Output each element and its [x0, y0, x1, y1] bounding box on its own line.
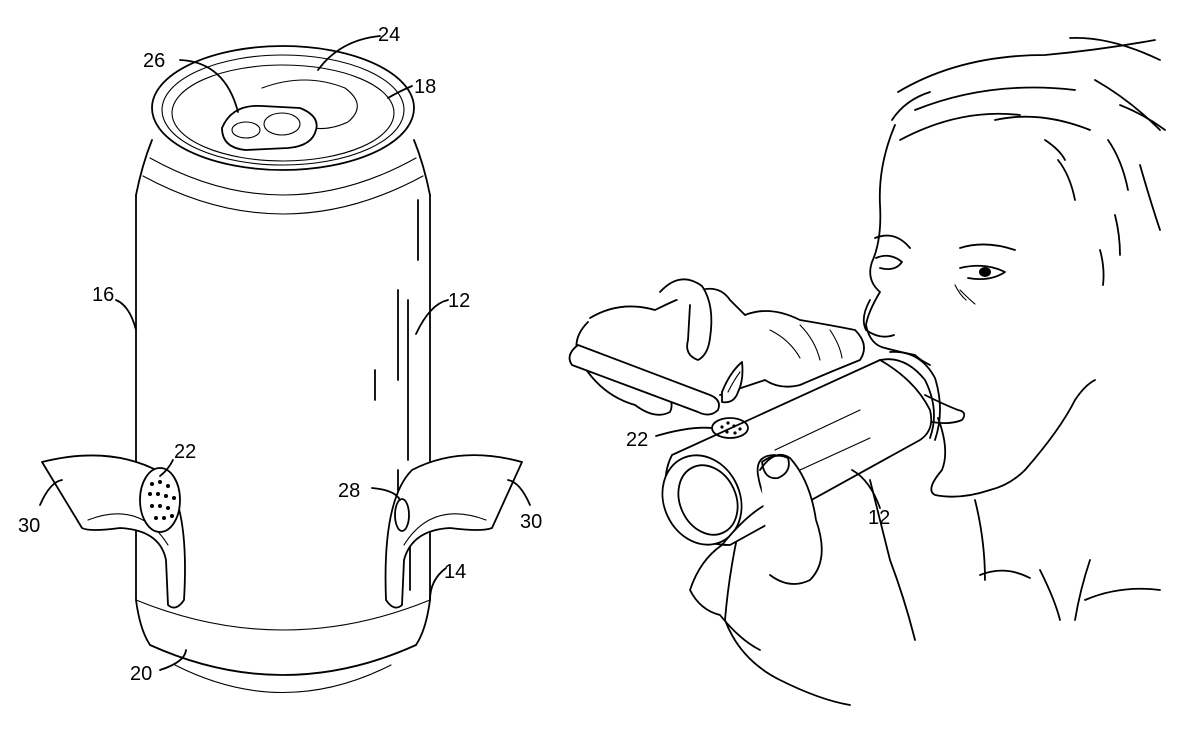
eyebrow-left — [874, 234, 911, 249]
can-lid-18 — [171, 64, 395, 162]
ref-28: 28 — [338, 480, 360, 502]
can-figure — [41, 45, 523, 694]
can-top-rim — [151, 45, 415, 171]
ref-22-right: 22 — [626, 429, 648, 451]
lighting-hand — [589, 287, 865, 396]
arm-sleeve-2 — [869, 479, 916, 641]
lip-lower — [924, 394, 966, 425]
ref-12-left: 12 — [448, 290, 470, 312]
face-jaw — [1024, 379, 1096, 471]
can-neck-band — [142, 157, 424, 215]
eyebrow-right — [959, 243, 1016, 251]
ref-26: 26 — [143, 50, 165, 72]
sleeve-wrinkles — [769, 324, 843, 361]
leader-lines-right — [655, 426, 881, 509]
can-pull-tab-26 — [221, 105, 318, 151]
ref-30-right: 30 — [520, 511, 542, 533]
ref-12-right: 12 — [868, 507, 890, 529]
shoulder — [979, 569, 1161, 601]
finger-index — [659, 278, 713, 361]
lighter — [568, 344, 720, 416]
flap-right-30 — [384, 454, 523, 609]
flap-left-fold — [87, 513, 169, 546]
eye-right — [959, 264, 1006, 281]
hole-28 — [394, 498, 410, 532]
hand-fingers — [689, 544, 761, 651]
face-chin — [930, 417, 1026, 498]
held-can-bottom-inner — [677, 464, 739, 536]
can-bottom-band — [135, 599, 431, 631]
can-pull-tab-hole — [231, 121, 261, 139]
hair-strokes — [891, 36, 1166, 286]
perforations-left — [148, 480, 176, 520]
held-can-neck — [879, 351, 941, 441]
nose — [862, 299, 895, 338]
thumb — [759, 454, 823, 585]
leader-lines-left — [39, 35, 531, 671]
ref-16: 16 — [92, 284, 114, 306]
ref-24: 24 — [378, 24, 400, 46]
shoulder-2 — [1039, 569, 1061, 621]
can-neck — [135, 139, 431, 196]
ref-18: 18 — [414, 76, 436, 98]
face-profile — [865, 124, 931, 366]
can-opening-24 — [261, 79, 358, 130]
can-bottom-rim-20 — [149, 644, 417, 676]
can-bottom-base — [174, 664, 392, 694]
eye-wrinkle — [954, 284, 976, 305]
ref-30-left: 30 — [18, 515, 40, 537]
neck — [974, 499, 1091, 621]
eye-left — [875, 254, 903, 271]
can-pull-tab-rivet — [263, 112, 301, 136]
person-figure — [568, 36, 1166, 706]
can-bottom-shoulder — [135, 599, 431, 646]
held-can-highlight — [774, 409, 871, 471]
flame — [721, 361, 744, 404]
can-top-rim-inner — [161, 54, 405, 166]
held-can-perforations — [720, 421, 742, 435]
held-can — [661, 351, 941, 546]
thumbnail — [761, 454, 790, 480]
flame-inner — [727, 371, 741, 393]
ref-20: 20 — [130, 663, 152, 685]
arm-sleeve — [724, 499, 851, 706]
pupil-right — [979, 267, 991, 277]
flap-right-fold — [403, 513, 487, 546]
ref-14: 14 — [444, 561, 466, 583]
ref-22-left: 22 — [174, 441, 196, 463]
